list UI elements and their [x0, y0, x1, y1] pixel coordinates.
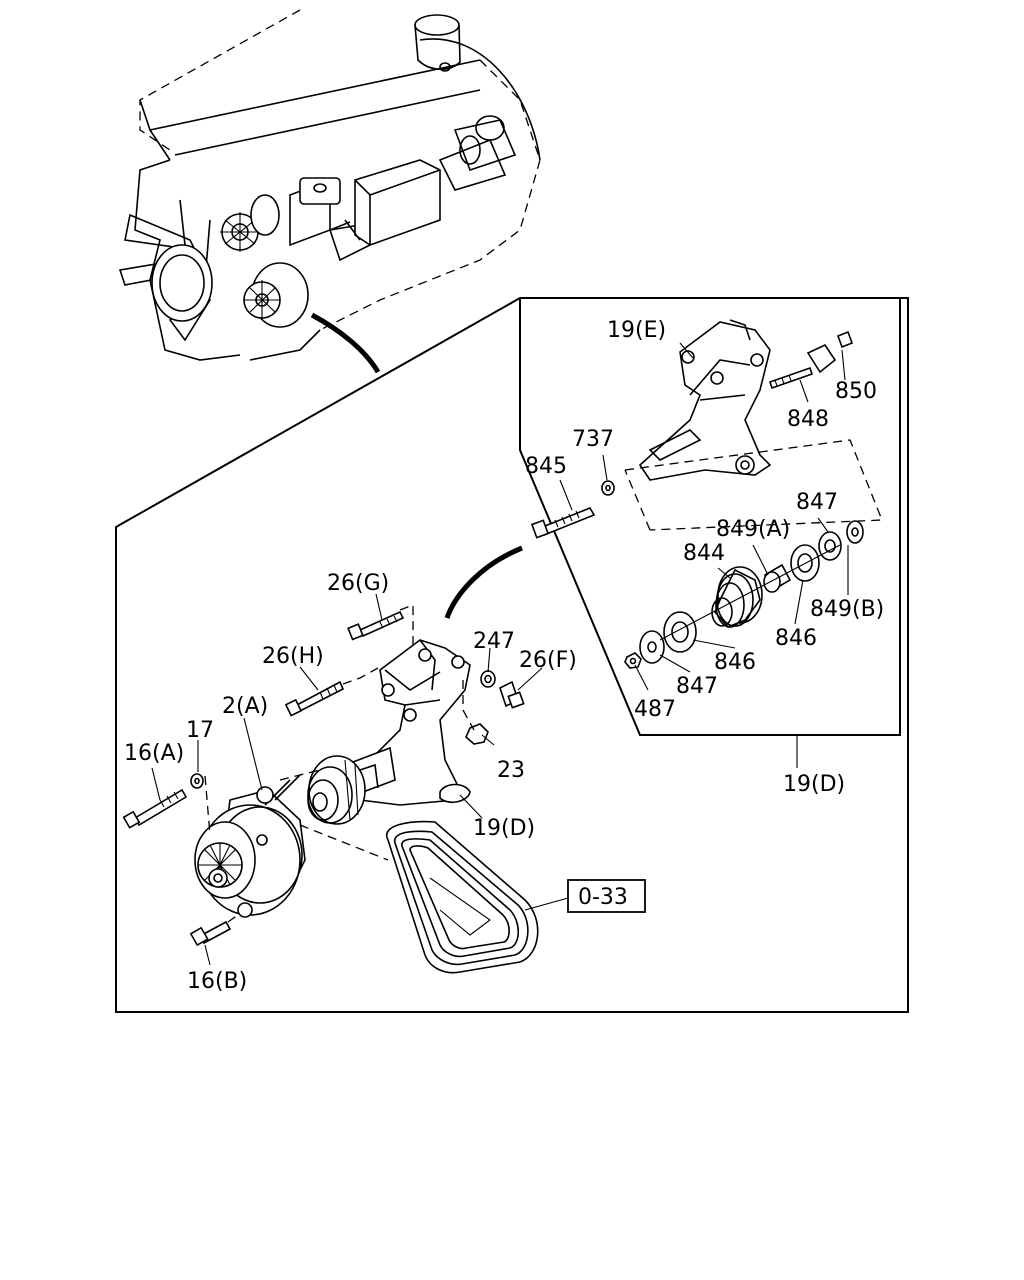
callout-assembly-19d-inset: 19(D) [783, 772, 845, 797]
callout-stud-848: 848 [787, 407, 829, 432]
main-assembly-illustration [122, 604, 539, 974]
callout-bearing-846-right: 846 [775, 626, 817, 651]
callout-bolt-845: 845 [525, 454, 567, 479]
callout-bolt-26g: 26(G) [327, 571, 389, 596]
main-frame [115, 297, 909, 1013]
callout-bearing-849a: 849(A) [716, 517, 790, 542]
engine-overview-illustration [118, 9, 541, 374]
callout-bolt-26h: 26(H) [262, 644, 324, 669]
callout-bolt-16b: 16(B) [187, 969, 247, 994]
main-leader-lines [151, 593, 569, 966]
callout-washer-847-top: 847 [796, 490, 838, 515]
callout-bolt-26f: 26(F) [519, 648, 577, 673]
callout-nut-487: 487 [634, 697, 676, 722]
callout-bolt-850: 850 [835, 379, 877, 404]
inset-illustration [530, 319, 883, 669]
belt-reference-label: 0-33 [578, 885, 628, 910]
inset-frame [519, 298, 901, 736]
callout-washer-847-bottom: 847 [676, 674, 718, 699]
callout-washer-17: 17 [186, 718, 214, 743]
inset-leader-lines [559, 342, 849, 768]
callout-washer-737: 737 [572, 427, 614, 452]
callout-bracket-19d: 19(D) [473, 816, 535, 841]
callout-washer-247: 247 [473, 629, 515, 654]
belt-reference-box[interactable]: 0-33 [567, 879, 646, 913]
callout-bracket-19e: 19(E) [607, 318, 666, 343]
callout-washer-849b: 849(B) [810, 597, 884, 622]
callout-nut-23: 23 [497, 758, 525, 783]
callout-bearing-846-left: 846 [714, 650, 756, 675]
callout-alternator-2a: 2(A) [222, 694, 268, 719]
callout-pulley-844: 844 [683, 541, 725, 566]
callout-bolt-16a: 16(A) [124, 741, 184, 766]
